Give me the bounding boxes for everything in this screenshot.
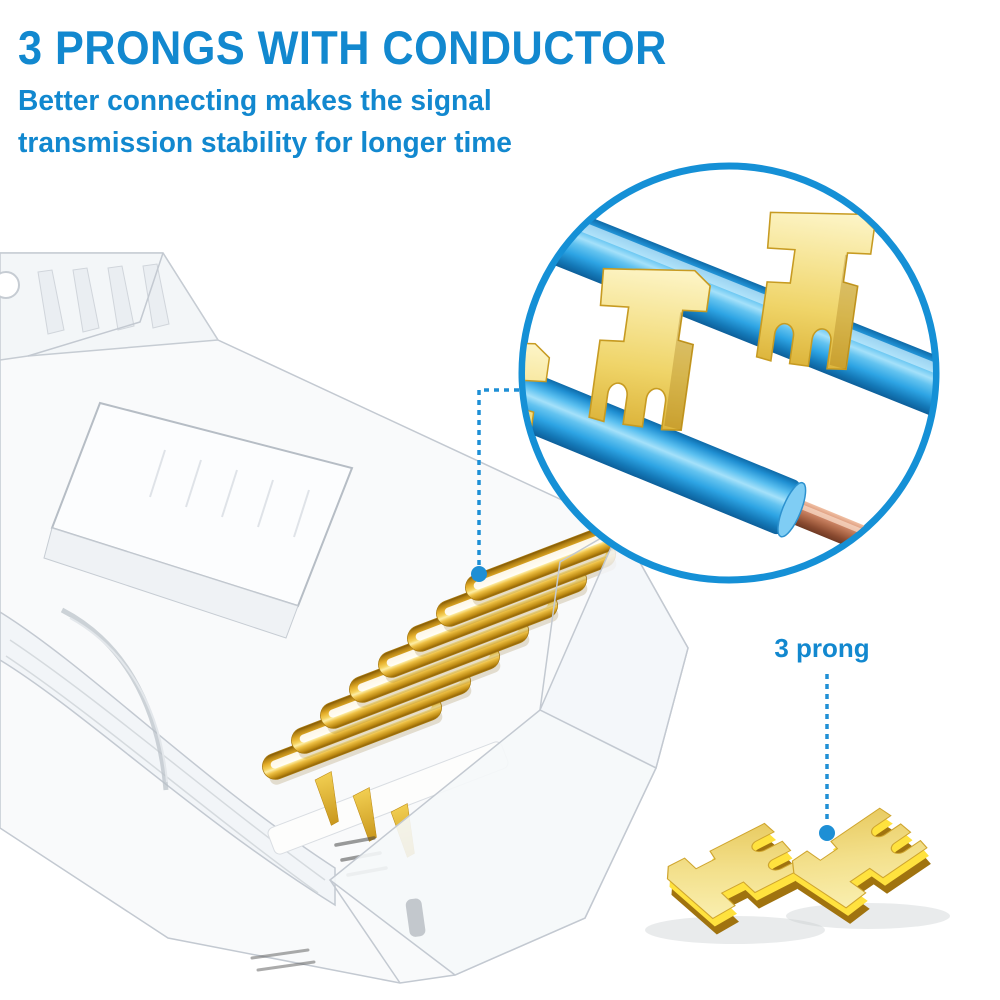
inset-cable-upper	[525, 189, 933, 420]
inset-prong-left	[581, 257, 713, 435]
rj45-connector-illustration	[0, 252, 689, 984]
prong-leader-line	[819, 674, 835, 841]
connector-front-face	[328, 525, 689, 984]
magnified-inset	[518, 162, 940, 584]
connector-top-cavity	[43, 401, 354, 639]
subtitle-line-1: Better connecting makes the signal	[18, 85, 492, 117]
page-subtitle: Better connecting makes the signal trans…	[18, 80, 512, 164]
prong-callout-label: 3 prong	[774, 633, 870, 663]
connector-gold-pins	[262, 515, 646, 785]
subtitle-line-2: transmission stability for longer time	[18, 127, 512, 159]
connector-latch	[0, 607, 336, 907]
connector-back-block	[0, 252, 220, 361]
inset-leader-line	[471, 388, 519, 582]
prong-contact-pieces	[645, 803, 950, 944]
prong-leader-dot	[819, 825, 835, 841]
inset-prong-right	[749, 201, 877, 374]
page-title: 3 PRONGS WITH CONDUCTOR	[18, 21, 667, 74]
inset-leader-dot	[471, 566, 487, 582]
